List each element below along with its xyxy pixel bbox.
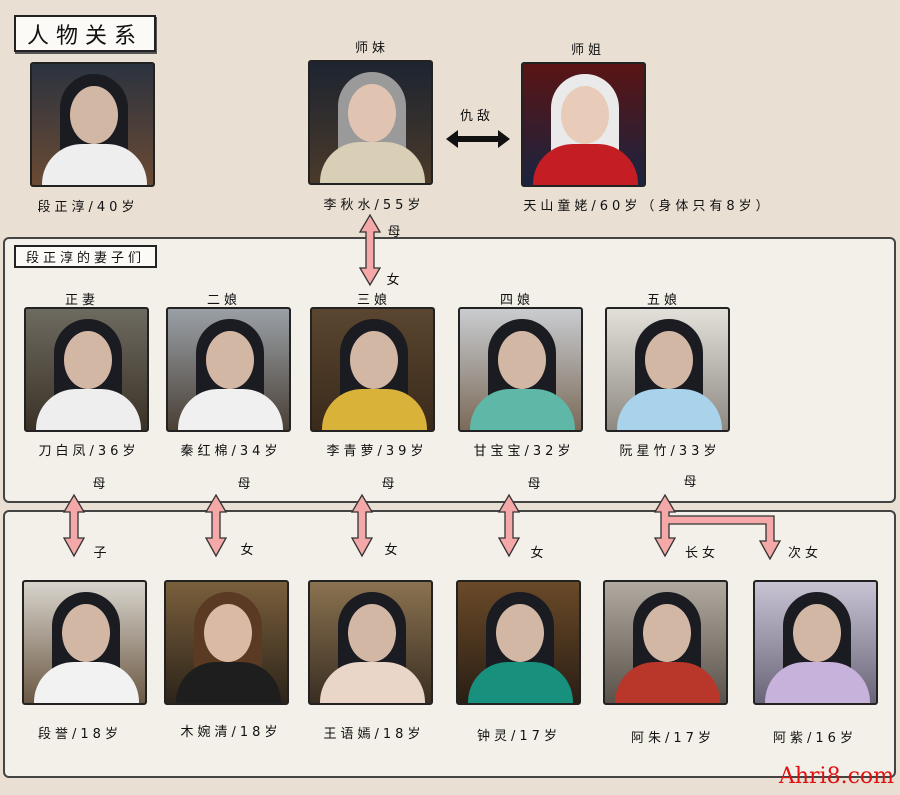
daughter-label-li: 女 bbox=[386, 273, 404, 288]
wife-role: 三娘 bbox=[356, 293, 392, 308]
wife-name: 甘宝宝/32岁 bbox=[473, 444, 575, 459]
mother-daughter-arrow-li bbox=[358, 213, 382, 287]
child-relation-label: 长女 bbox=[684, 546, 720, 561]
mother-child-arrow-3 bbox=[350, 493, 374, 558]
mother-label: 母 bbox=[237, 477, 255, 492]
mother-label: 母 bbox=[683, 475, 701, 490]
enemy-label: 仇敌 bbox=[459, 109, 495, 124]
child-relation-label: 次女 bbox=[787, 546, 823, 561]
page-title: 人物关系 bbox=[14, 15, 156, 52]
mother-label: 母 bbox=[92, 477, 110, 492]
child-name: 阿紫/16岁 bbox=[773, 731, 857, 746]
portrait-child bbox=[603, 580, 728, 705]
portrait-child bbox=[22, 580, 147, 705]
watermark: Ahri8.com bbox=[778, 764, 894, 789]
portrait-child bbox=[753, 580, 878, 705]
portrait-wife bbox=[605, 307, 730, 432]
name-li-qiushui: 李秋水/55岁 bbox=[323, 198, 425, 213]
mother-child-arrow-1 bbox=[62, 493, 86, 558]
portrait-wife bbox=[166, 307, 291, 432]
mother-label: 母 bbox=[381, 477, 399, 492]
child-name: 阿朱/17岁 bbox=[631, 731, 715, 746]
children-panel bbox=[3, 510, 896, 778]
wives-section-title: 段正淳的妻子们 bbox=[14, 245, 157, 268]
wife-role: 五娘 bbox=[646, 293, 682, 308]
child-name: 王语嫣/18岁 bbox=[323, 727, 425, 742]
portrait-child bbox=[164, 580, 289, 705]
mother-child-arrow-4 bbox=[497, 493, 521, 558]
mother-child-arrow-2 bbox=[204, 493, 228, 558]
name-duan-zhengchun: 段正淳/40岁 bbox=[37, 200, 139, 215]
wife-name: 李青萝/39岁 bbox=[326, 444, 428, 459]
child-relation-label: 女 bbox=[384, 543, 402, 558]
portrait-child bbox=[456, 580, 581, 705]
wives-panel bbox=[3, 237, 896, 503]
role-li-qiushui: 师妹 bbox=[354, 41, 390, 56]
child-name: 钟灵/17岁 bbox=[477, 729, 561, 744]
wife-role: 二娘 bbox=[206, 293, 242, 308]
wife-role: 四娘 bbox=[499, 293, 535, 308]
child-relation-label: 女 bbox=[530, 546, 548, 561]
child-name: 木婉清/18岁 bbox=[180, 725, 282, 740]
wife-name: 刀白凤/36岁 bbox=[38, 444, 140, 459]
mother-child-arrow-5 bbox=[653, 493, 782, 561]
wife-name: 阮星竹/33岁 bbox=[619, 444, 721, 459]
portrait-tianshan bbox=[521, 62, 646, 187]
child-name: 段誉/18岁 bbox=[38, 727, 122, 742]
portrait-duan-zhengchun bbox=[30, 62, 155, 187]
portrait-child bbox=[308, 580, 433, 705]
portrait-wife bbox=[310, 307, 435, 432]
name-tianshan: 天山童姥/60岁（身体只有8岁） bbox=[523, 199, 773, 214]
enemy-arrow bbox=[446, 130, 510, 148]
portrait-li-qiushui bbox=[308, 60, 433, 185]
portrait-wife bbox=[458, 307, 583, 432]
wife-name: 秦红棉/34岁 bbox=[180, 444, 282, 459]
child-relation-label: 女 bbox=[240, 543, 258, 558]
mother-label-li: 母 bbox=[387, 225, 405, 240]
wife-role: 正妻 bbox=[64, 293, 100, 308]
portrait-wife bbox=[24, 307, 149, 432]
mother-label: 母 bbox=[527, 477, 545, 492]
child-relation-label: 子 bbox=[93, 546, 111, 561]
role-tianshan: 师姐 bbox=[570, 43, 606, 58]
